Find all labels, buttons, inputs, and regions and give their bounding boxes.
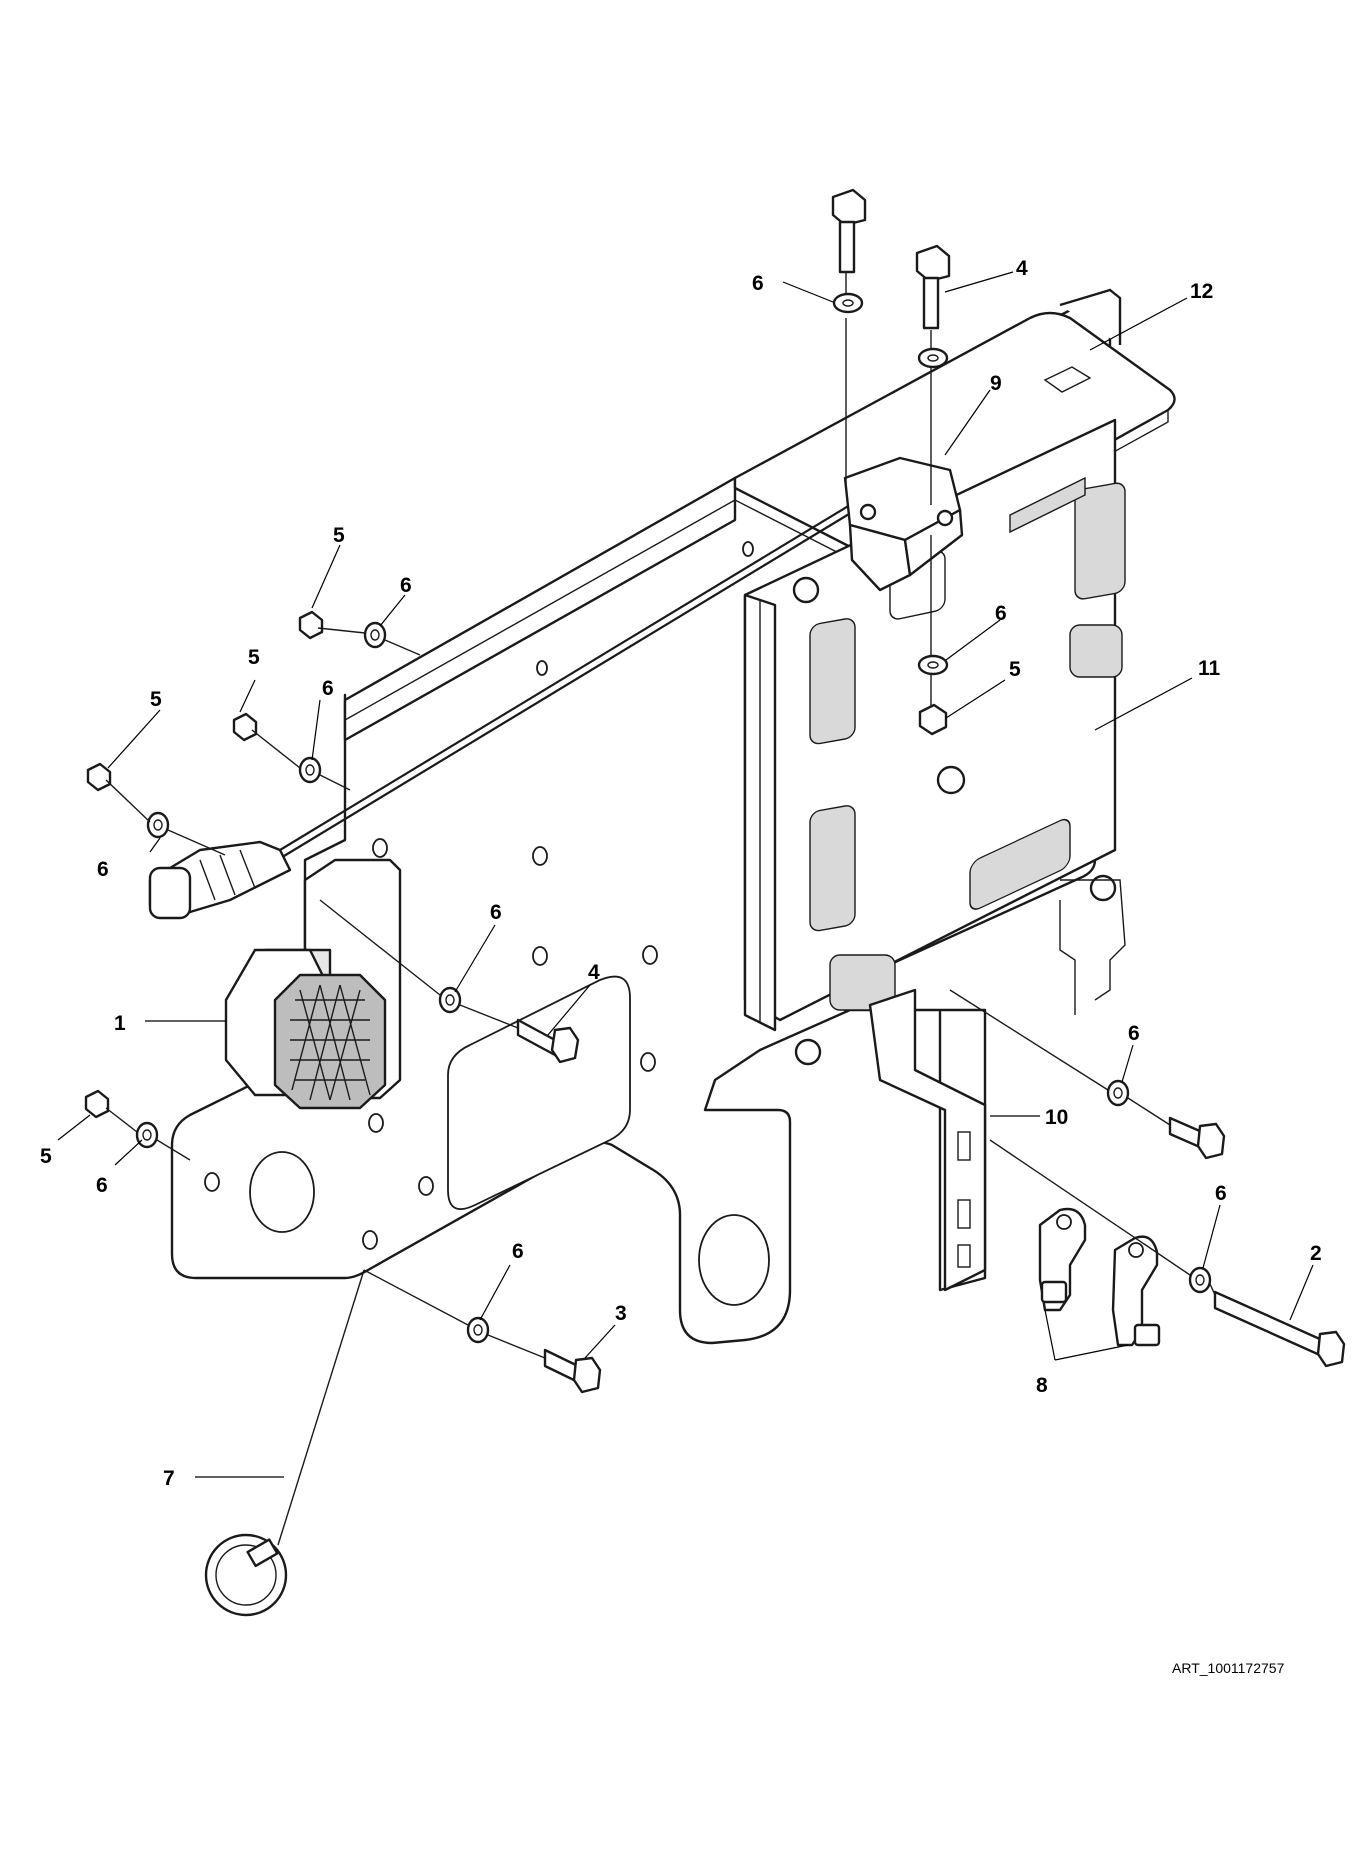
callout-5-b: 5: [248, 646, 260, 669]
wiring-harness: [148, 504, 855, 920]
leader-lines: [57, 271, 1314, 1478]
assembly-centerlines: [105, 627, 1216, 1359]
callout-6-d: 6: [96, 1174, 108, 1197]
callout-4-sounder: 4: [588, 961, 600, 984]
callout-3: 3: [615, 1302, 627, 1325]
art-id: ART_1001172757: [1172, 1660, 1285, 1676]
callout-6-top: 6: [752, 272, 764, 295]
callout-10: 10: [1045, 1106, 1068, 1129]
callout-5-mid: 5: [1009, 658, 1021, 681]
callout-11: 11: [1198, 657, 1221, 680]
bolt-top-right: [915, 244, 951, 330]
callout-4-top: 4: [1016, 257, 1028, 280]
callout-6-right: 6: [1128, 1022, 1140, 1045]
callout-6-bottom: 6: [512, 1240, 524, 1263]
callout-12: 12: [1190, 280, 1213, 303]
ground-straps: [1038, 1207, 1161, 1347]
callout-1: 1: [114, 1012, 126, 1035]
callout-6-c: 6: [97, 858, 109, 881]
callout-8: 8: [1036, 1374, 1048, 1397]
callout-6-sounder: 6: [490, 901, 502, 924]
callout-6-mid: 6: [995, 602, 1007, 625]
callout-6-a: 6: [400, 574, 412, 597]
callout-5-c: 5: [150, 688, 162, 711]
callout-5-d: 5: [40, 1145, 52, 1168]
bolts-side: [516, 1018, 1346, 1394]
callout-5-a: 5: [333, 524, 345, 547]
sensor-pickup: [204, 1269, 365, 1617]
alarm-sounder: [224, 858, 402, 1110]
callout-6-b: 6: [322, 677, 334, 700]
bolt-top-left: [831, 188, 867, 274]
washers: [135, 292, 1212, 1344]
callout-labels: 6 4 12 9 5 6 5 6 5 6 6 5 11 6 4 1 6 10 5…: [40, 257, 1322, 1676]
callout-7: 7: [163, 1467, 175, 1490]
callout-6-lower-right: 6: [1215, 1182, 1227, 1205]
nuts: [84, 610, 948, 1119]
callout-2: 2: [1310, 1242, 1322, 1265]
callout-9: 9: [990, 372, 1002, 395]
support-bracket: [868, 988, 987, 1292]
